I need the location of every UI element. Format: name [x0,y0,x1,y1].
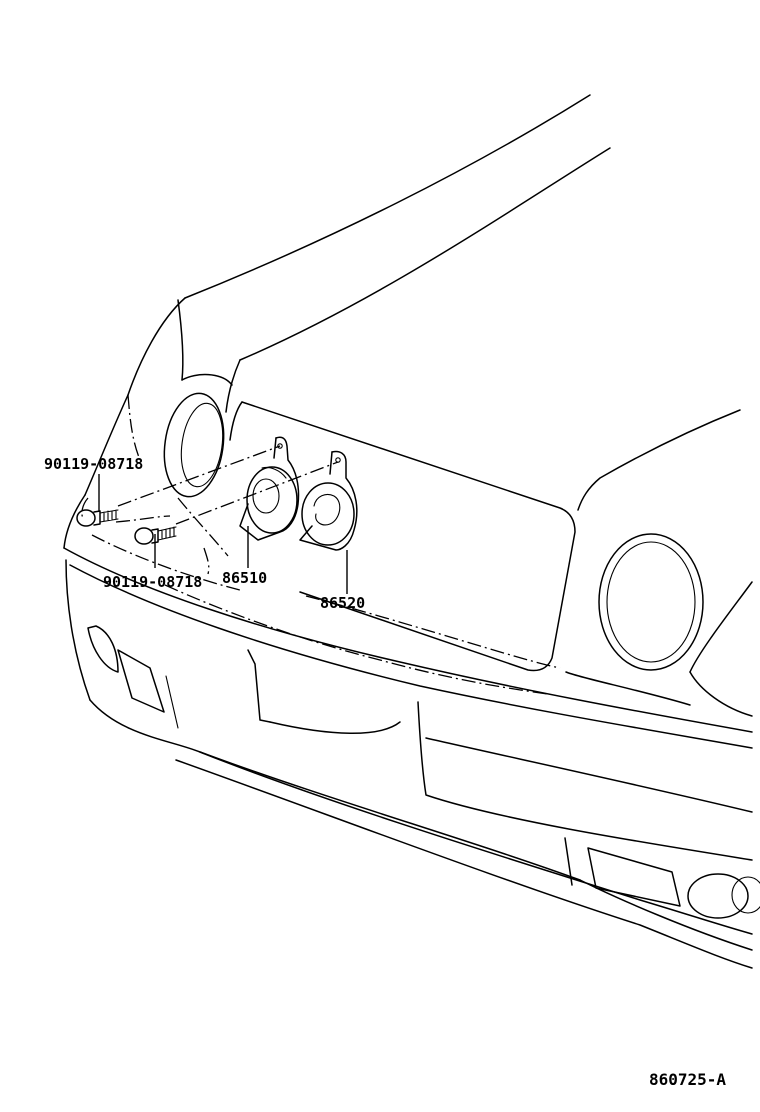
hood [127,94,611,413]
radiator-grille-opening [229,401,576,672]
label-bolt-lower: 90119-08718 [103,573,202,591]
label-bolt-upper: 90119-08718 [44,455,143,473]
right-fog-lamp [587,847,760,919]
left-fender [63,373,233,549]
right-headlamp [598,533,704,671]
horn-high [299,450,358,551]
left-headlamp [163,392,225,498]
left-fog-lamp [87,625,179,729]
front-bumper [63,547,753,969]
horn-low [239,436,300,541]
label-horn-high: 86520 [320,594,365,612]
right-fender [565,409,753,717]
alignment-lines [115,445,339,525]
diagram-id: 860725-A [649,1070,726,1089]
leader-lines [98,474,348,594]
bolt-upper [76,509,119,527]
hidden-lines [81,394,561,695]
label-horn-low: 86510 [222,569,267,587]
